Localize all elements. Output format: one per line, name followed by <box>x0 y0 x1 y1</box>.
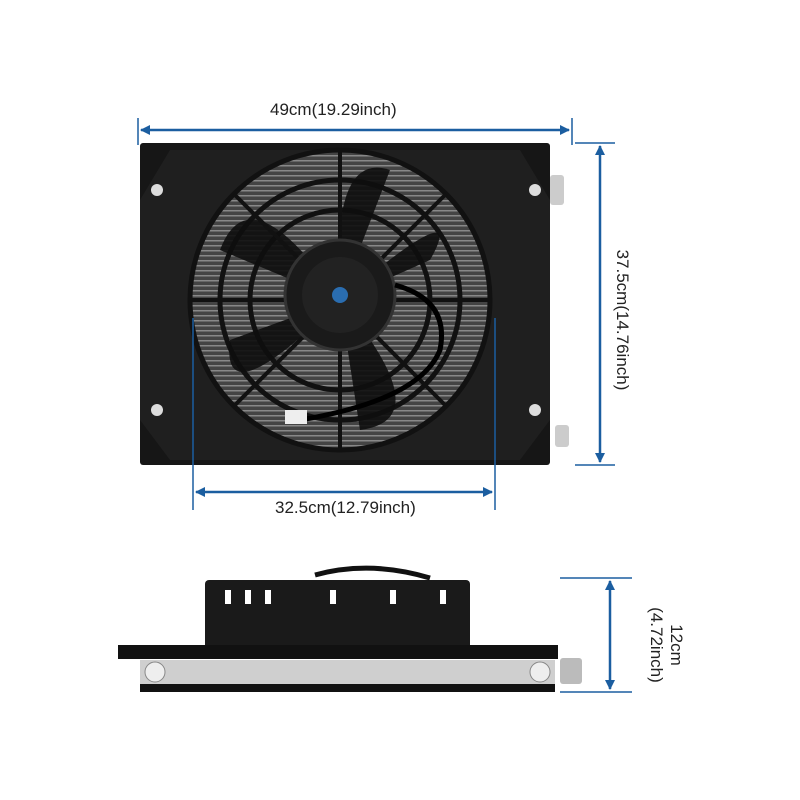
width-label: 49cm(19.29inch) <box>270 100 397 119</box>
fan-span-label: 32.5cm(12.79inch) <box>275 498 416 517</box>
front-view-unit <box>140 143 569 465</box>
depth-inch: (4.72inch) <box>647 607 666 683</box>
height-label: 37.5cm(14.76inch) <box>613 249 632 391</box>
depth-cm: 12cm <box>667 624 686 666</box>
side-view-unit <box>118 565 582 692</box>
depth-label: 12cm (4.72inch) <box>646 595 686 695</box>
dimension-lines <box>137 118 632 693</box>
